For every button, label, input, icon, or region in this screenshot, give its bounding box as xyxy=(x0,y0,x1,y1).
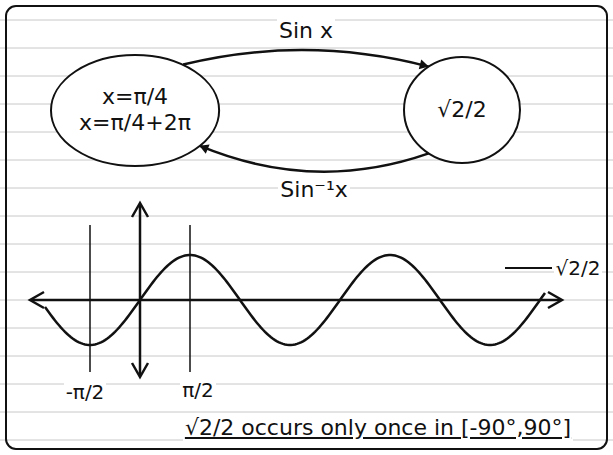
note-text: √2/2 occurs only once in [-90°,90°] xyxy=(183,415,573,441)
axis-label: -π/2 xyxy=(64,380,107,404)
oval-set: x=π/4x=π/4+2π xyxy=(49,53,221,168)
oval-text: √2/2 xyxy=(435,97,488,123)
oval-text: x=π/4 xyxy=(100,84,170,110)
mapping-arrow xyxy=(183,50,429,67)
function-label: Sin⁻¹x xyxy=(278,177,349,203)
axis-label: π/2 xyxy=(180,378,216,402)
oval-text: x=π/4+2π xyxy=(77,110,193,136)
function-label: Sin x xyxy=(277,18,335,44)
oval-set: √2/2 xyxy=(402,55,522,165)
mapping-arrow xyxy=(199,146,428,172)
axis-label: √2/2 xyxy=(554,256,603,280)
